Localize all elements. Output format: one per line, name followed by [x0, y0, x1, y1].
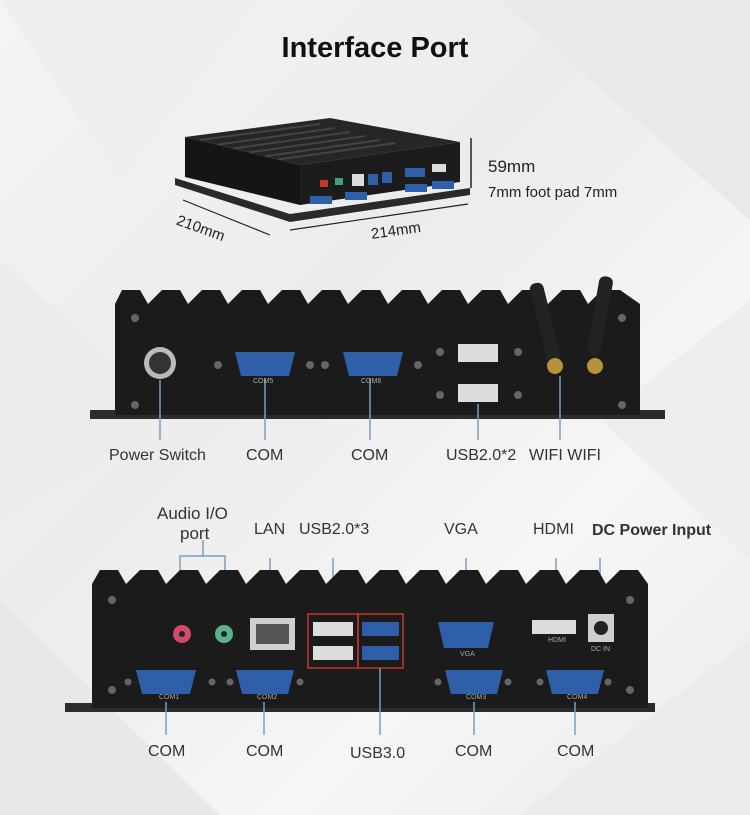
port-mark-com3: COM3 [466, 694, 487, 701]
device-3d-view [175, 118, 472, 236]
port-mark-vga: VGA [460, 651, 475, 658]
port-mark-com4: COM4 [567, 694, 588, 701]
port-mark-com1: COM1 [159, 694, 180, 701]
label-usb30: USB3.0 [350, 745, 406, 762]
port-mark-com2: COM2 [257, 694, 278, 701]
label-hdmi: HDMI [533, 521, 574, 538]
port-mark-com6: COM6 [361, 378, 382, 385]
label-audio-line1: Audio I/O [157, 504, 228, 523]
label-dc-power-input: DC Power Input [592, 522, 712, 539]
port-mark-dc-in: DC IN [591, 646, 611, 653]
label-vga: VGA [444, 521, 478, 538]
label-lan: LAN [254, 521, 286, 538]
label-com-rear-4: COM [557, 743, 595, 760]
foot-pad-dimension: 7mm foot pad 7mm [488, 184, 618, 201]
label-wifi: WIFI WIFI [529, 447, 601, 464]
label-com-rear-1: COM [148, 743, 186, 760]
label-com-rear-3: COM [455, 743, 493, 760]
rear-panel [65, 540, 655, 735]
label-com-front-1: COM [246, 447, 284, 464]
label-power-switch: Power Switch [109, 447, 206, 464]
port-mark-hdmi: HDMI [548, 637, 566, 644]
label-usb20-3: USB2.0*3 [299, 521, 370, 538]
height-dimension: 59mm [488, 157, 536, 176]
label-com-rear-2: COM [246, 743, 284, 760]
label-com-front-2: COM [351, 447, 389, 464]
page-title: Interface Port [281, 32, 469, 64]
port-mark-com5: COM5 [253, 378, 274, 385]
label-audio-line2: port [180, 524, 210, 543]
front-panel [90, 276, 665, 440]
label-usb20-2: USB2.0*2 [446, 447, 517, 464]
